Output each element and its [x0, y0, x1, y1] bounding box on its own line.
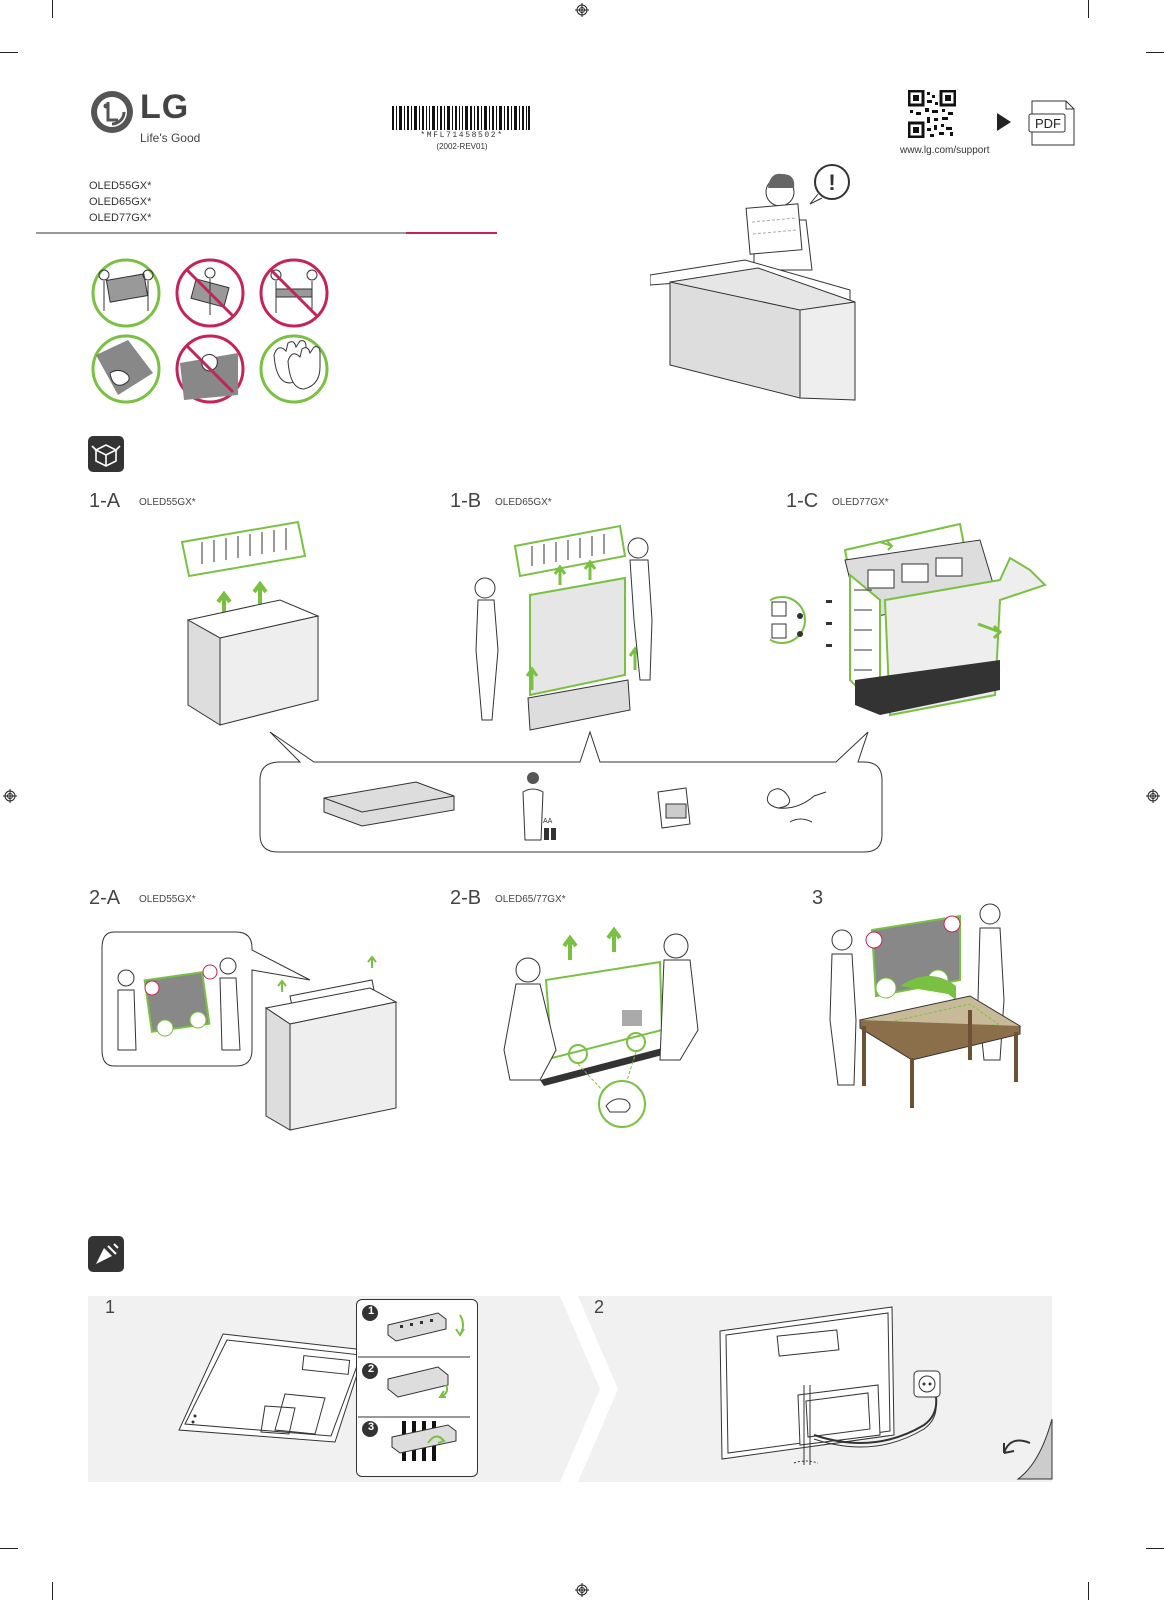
pdf-label: PDF	[1035, 116, 1061, 131]
registration-mark-icon	[1146, 789, 1160, 803]
install-step-label: 2	[594, 1297, 605, 1317]
read-manual-illustration: !	[650, 164, 856, 401]
crop-mark	[0, 1548, 18, 1549]
prohibited-one-person-carry-icon	[175, 258, 245, 328]
registration-mark-icon	[575, 3, 589, 17]
install-step-label: 1	[105, 1297, 116, 1317]
step-model: OLED77GX*	[832, 497, 889, 508]
wear-gloves-icon	[259, 334, 329, 404]
step-model: OLED65/77GX*	[495, 894, 566, 905]
crop-mark	[0, 52, 18, 53]
step-2b-illustration	[503, 926, 699, 1128]
pdf-document-icon[interactable]: PDF	[1028, 100, 1076, 146]
sub-step-number: 2	[367, 1363, 375, 1375]
step-3-illustration	[829, 903, 1022, 1108]
accessories-callout	[259, 730, 883, 853]
turn-page-icon[interactable]	[1000, 1415, 1054, 1481]
barcode-number: *MFL71458502*	[420, 131, 504, 140]
step-1c-illustration	[770, 522, 1047, 717]
qr-code-icon	[908, 90, 956, 138]
step-label: 1-C	[786, 490, 819, 512]
crop-mark	[52, 1582, 53, 1600]
svg-text:!: !	[828, 170, 835, 195]
tv-back-illustration	[178, 1333, 365, 1443]
registration-mark-icon	[3, 789, 17, 803]
tv-cable-routing-illustration	[719, 1306, 941, 1465]
sub-step-number: 3	[367, 1421, 375, 1433]
crop-mark	[1146, 1548, 1164, 1549]
prohibited-touch-screen-icon	[175, 334, 245, 404]
model-name: OLED65GX*	[89, 196, 152, 208]
prohibited-flat-carry-icon	[259, 258, 329, 328]
handling-icons	[91, 258, 329, 404]
crop-mark	[1088, 0, 1089, 18]
step-2a-illustration	[101, 931, 398, 1131]
step-label: 3	[812, 887, 824, 909]
model-name: OLED55GX*	[89, 180, 152, 192]
divider	[36, 232, 406, 234]
lg-logo-icon	[91, 91, 133, 133]
crop-mark	[1088, 1582, 1089, 1600]
step-model: OLED55GX*	[139, 894, 196, 905]
step-separator-chevron	[560, 1296, 618, 1482]
step-1a-illustration	[180, 520, 320, 726]
step-model: OLED55GX*	[139, 497, 196, 508]
model-name: OLED77GX*	[89, 212, 152, 224]
step-model: OLED65GX*	[495, 497, 552, 508]
brand-divider	[406, 232, 497, 234]
crop-mark	[52, 0, 53, 18]
unboxing-icon	[88, 436, 124, 472]
crop-mark	[1146, 52, 1164, 53]
ok-two-person-carry-icon	[91, 258, 161, 328]
wall-mount-install-icon	[88, 1236, 124, 1272]
batteries-label: AA	[543, 818, 553, 825]
arrow-right-icon	[997, 113, 1011, 131]
registration-mark-icon	[575, 1583, 589, 1597]
barcode-icon	[392, 106, 530, 130]
revision-code: (2002-REV01)	[436, 142, 488, 151]
support-url[interactable]: www.lg.com/support	[900, 145, 990, 156]
brand-name: LG	[140, 88, 190, 126]
step-1b-illustration	[474, 524, 653, 731]
sub-step-number: 1	[367, 1305, 375, 1317]
brand-tagline: Life's Good	[140, 131, 201, 145]
model-list: OLED55GX* OLED65GX* OLED77GX*	[89, 178, 151, 226]
ok-hold-edge-icon	[91, 334, 161, 404]
step-label: 1-B	[450, 490, 482, 512]
step-label: 2-B	[450, 887, 482, 909]
step-label: 2-A	[89, 887, 121, 909]
step-label: 1-A	[89, 490, 121, 512]
cable-clip-step-illustrations	[358, 1305, 470, 1461]
